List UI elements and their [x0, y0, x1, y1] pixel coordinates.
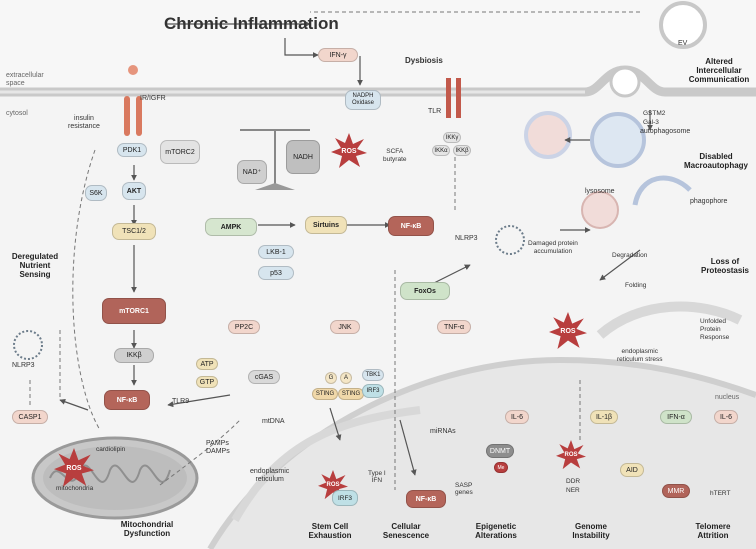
hallmark-mitochondrial-dysfunction: Mitochondrial Dysfunction	[120, 520, 174, 538]
hallmark-disabled-macroautophagy: Disabled Macroautophagy	[683, 152, 748, 170]
s6k-node: S6K	[85, 185, 107, 201]
hallmark-genome-instability: Genome Instability	[572, 522, 610, 540]
akt-node: AKT	[122, 182, 146, 200]
er-left-label: endoplasmic reticulum	[250, 468, 290, 483]
ros-burst-top: ROS	[331, 133, 367, 169]
upr-label: Unfolded Protein Response	[700, 318, 730, 341]
hallmark-telomere-attrition: Telomere Attrition	[695, 522, 731, 540]
htert-label: hTERT	[710, 490, 731, 497]
ikk-beta-top-node: IKKβ	[453, 145, 471, 156]
ir-igfr-label: IR/IGFR	[140, 95, 166, 102]
ifn-alpha-node: IFN-α	[660, 410, 692, 424]
ros-burst-stem: ROS	[318, 470, 348, 500]
tnf-alpha-node: TNF-α	[437, 320, 471, 334]
tlr-label: TLR	[428, 108, 442, 115]
lysosome-label: lysosome	[585, 188, 615, 195]
nlrp3-left-label: NLRP3	[12, 362, 35, 369]
methyl-mark: Me	[494, 462, 508, 473]
sirtuins-node: Sirtuins	[305, 216, 347, 234]
cgas-node: cGAS	[248, 370, 280, 384]
nfkb-nucleus-node: NF-κB	[406, 490, 446, 508]
tlr9-label: TLR9	[172, 398, 190, 405]
ros-burst-genome: ROS	[556, 440, 586, 470]
main-title: Chronic Inflammation	[164, 14, 339, 33]
ros-burst-mito: ROS	[54, 448, 94, 488]
tsc1-2-node: TSC1/2	[112, 223, 156, 240]
ikk-beta-node: IKKβ	[114, 348, 154, 363]
ddr-label: DDR	[566, 478, 581, 485]
nucleus-label: nucleus	[715, 394, 740, 401]
hallmark-loss-proteostasis: Loss of Proteostasis	[700, 257, 750, 275]
gstm2-label: GSTM2	[643, 110, 666, 117]
irf3-nucleus-node: IRF3	[332, 490, 358, 506]
hallmark-epigenetic-alterations: Epigenetic Alterations	[475, 522, 517, 540]
gal3-label: Gal-3	[643, 119, 659, 126]
pdk1-node: PDK1	[117, 143, 147, 157]
hallmark-cellular-senescence: Cellular Senescence	[382, 522, 430, 540]
irf3-node: IRF3	[362, 384, 384, 398]
sting-g-node: G	[325, 372, 337, 384]
cardiolipin-label: cardiolipin	[96, 446, 126, 453]
nad-plus-node: NAD⁺	[237, 160, 267, 184]
er-stress-label: endoplasmic reticulum stress	[617, 348, 663, 363]
extracellular-label: extracellular space	[6, 72, 44, 87]
sting-right-node: STING	[338, 388, 364, 400]
mmr-node: MMR	[662, 484, 690, 498]
aid-node: AID	[620, 463, 644, 477]
p53-node: p53	[258, 266, 294, 280]
il6-center-node: IL-6	[505, 410, 529, 424]
insulin-resistance-label: insulin resistance	[68, 115, 100, 130]
pamps-damps-label: PAMPs DAMPs	[206, 440, 230, 455]
pp2c-node: PP2C	[228, 320, 260, 334]
ifn-gamma-node: IFN-γ	[318, 48, 358, 62]
mtorc2-node: mTORC2	[160, 140, 200, 164]
hallmark-deregulated-nutrient-sensing: Deregulated Nutrient Sensing	[11, 252, 59, 279]
hallmark-altered-communication: Altered Intercellular Communication	[688, 57, 750, 84]
gtp-node: GTP	[196, 376, 218, 388]
ev-label: EV	[678, 40, 688, 47]
ner-label: NER	[566, 487, 580, 494]
folding-label: Folding	[625, 282, 647, 289]
nadh-node: NADH	[286, 140, 320, 174]
sting-left-node: STING	[312, 388, 338, 400]
ampk-node: AMPK	[205, 218, 257, 236]
mirnas-label: miRNAs	[430, 428, 456, 435]
nlrp3-label: NLRP3	[455, 235, 478, 242]
phagophore-label: phagophore	[690, 198, 728, 205]
sting-a-node: A	[340, 372, 352, 384]
casp1-node: CASP1	[12, 410, 48, 424]
tbk1-node: TBK1	[362, 369, 384, 381]
degradation-label: Degradation	[612, 252, 648, 259]
jnk-node: JNK	[330, 320, 360, 334]
atp-node: ATP	[196, 358, 218, 370]
nadph-oxidase-node: NADPH Oxidase	[345, 90, 381, 110]
nfkb-left-node: NF-κB	[104, 390, 150, 410]
ikk-alpha-node: IKKα	[432, 145, 450, 156]
sasp-genes-label: SASP genes	[455, 482, 473, 496]
foxos-node: FoxOs	[400, 282, 450, 300]
scfa-butyrate-label: SCFA butyrate	[383, 148, 407, 163]
hallmark-stem-cell-exhaustion: Stem Cell Exhaustion	[308, 522, 352, 540]
mtdna-label: mtDNA	[262, 418, 285, 425]
dysbiosis-label: Dysbiosis	[405, 56, 443, 65]
cytosol-label: cytosol	[6, 110, 28, 117]
dnmt-node: DNMT	[486, 444, 514, 458]
mtorc1-node: mTORC1	[102, 298, 166, 324]
mitochondria-label: mitochondria	[56, 485, 94, 492]
il1b-node: IL-1β	[590, 410, 618, 424]
type1-ifn-label: Type I IFN	[368, 470, 386, 484]
il6-right-node: IL-6	[714, 410, 738, 424]
nfkb-center-node: NF-κB	[388, 216, 434, 236]
autophagosome-label: autophagosome	[640, 128, 691, 135]
lkb1-node: LKB-1	[258, 245, 294, 259]
damaged-protein-label: Damaged protein accumulation	[528, 240, 578, 255]
ikk-gamma-node: IKKγ	[443, 132, 461, 143]
ros-burst-er: ROS	[549, 312, 587, 350]
